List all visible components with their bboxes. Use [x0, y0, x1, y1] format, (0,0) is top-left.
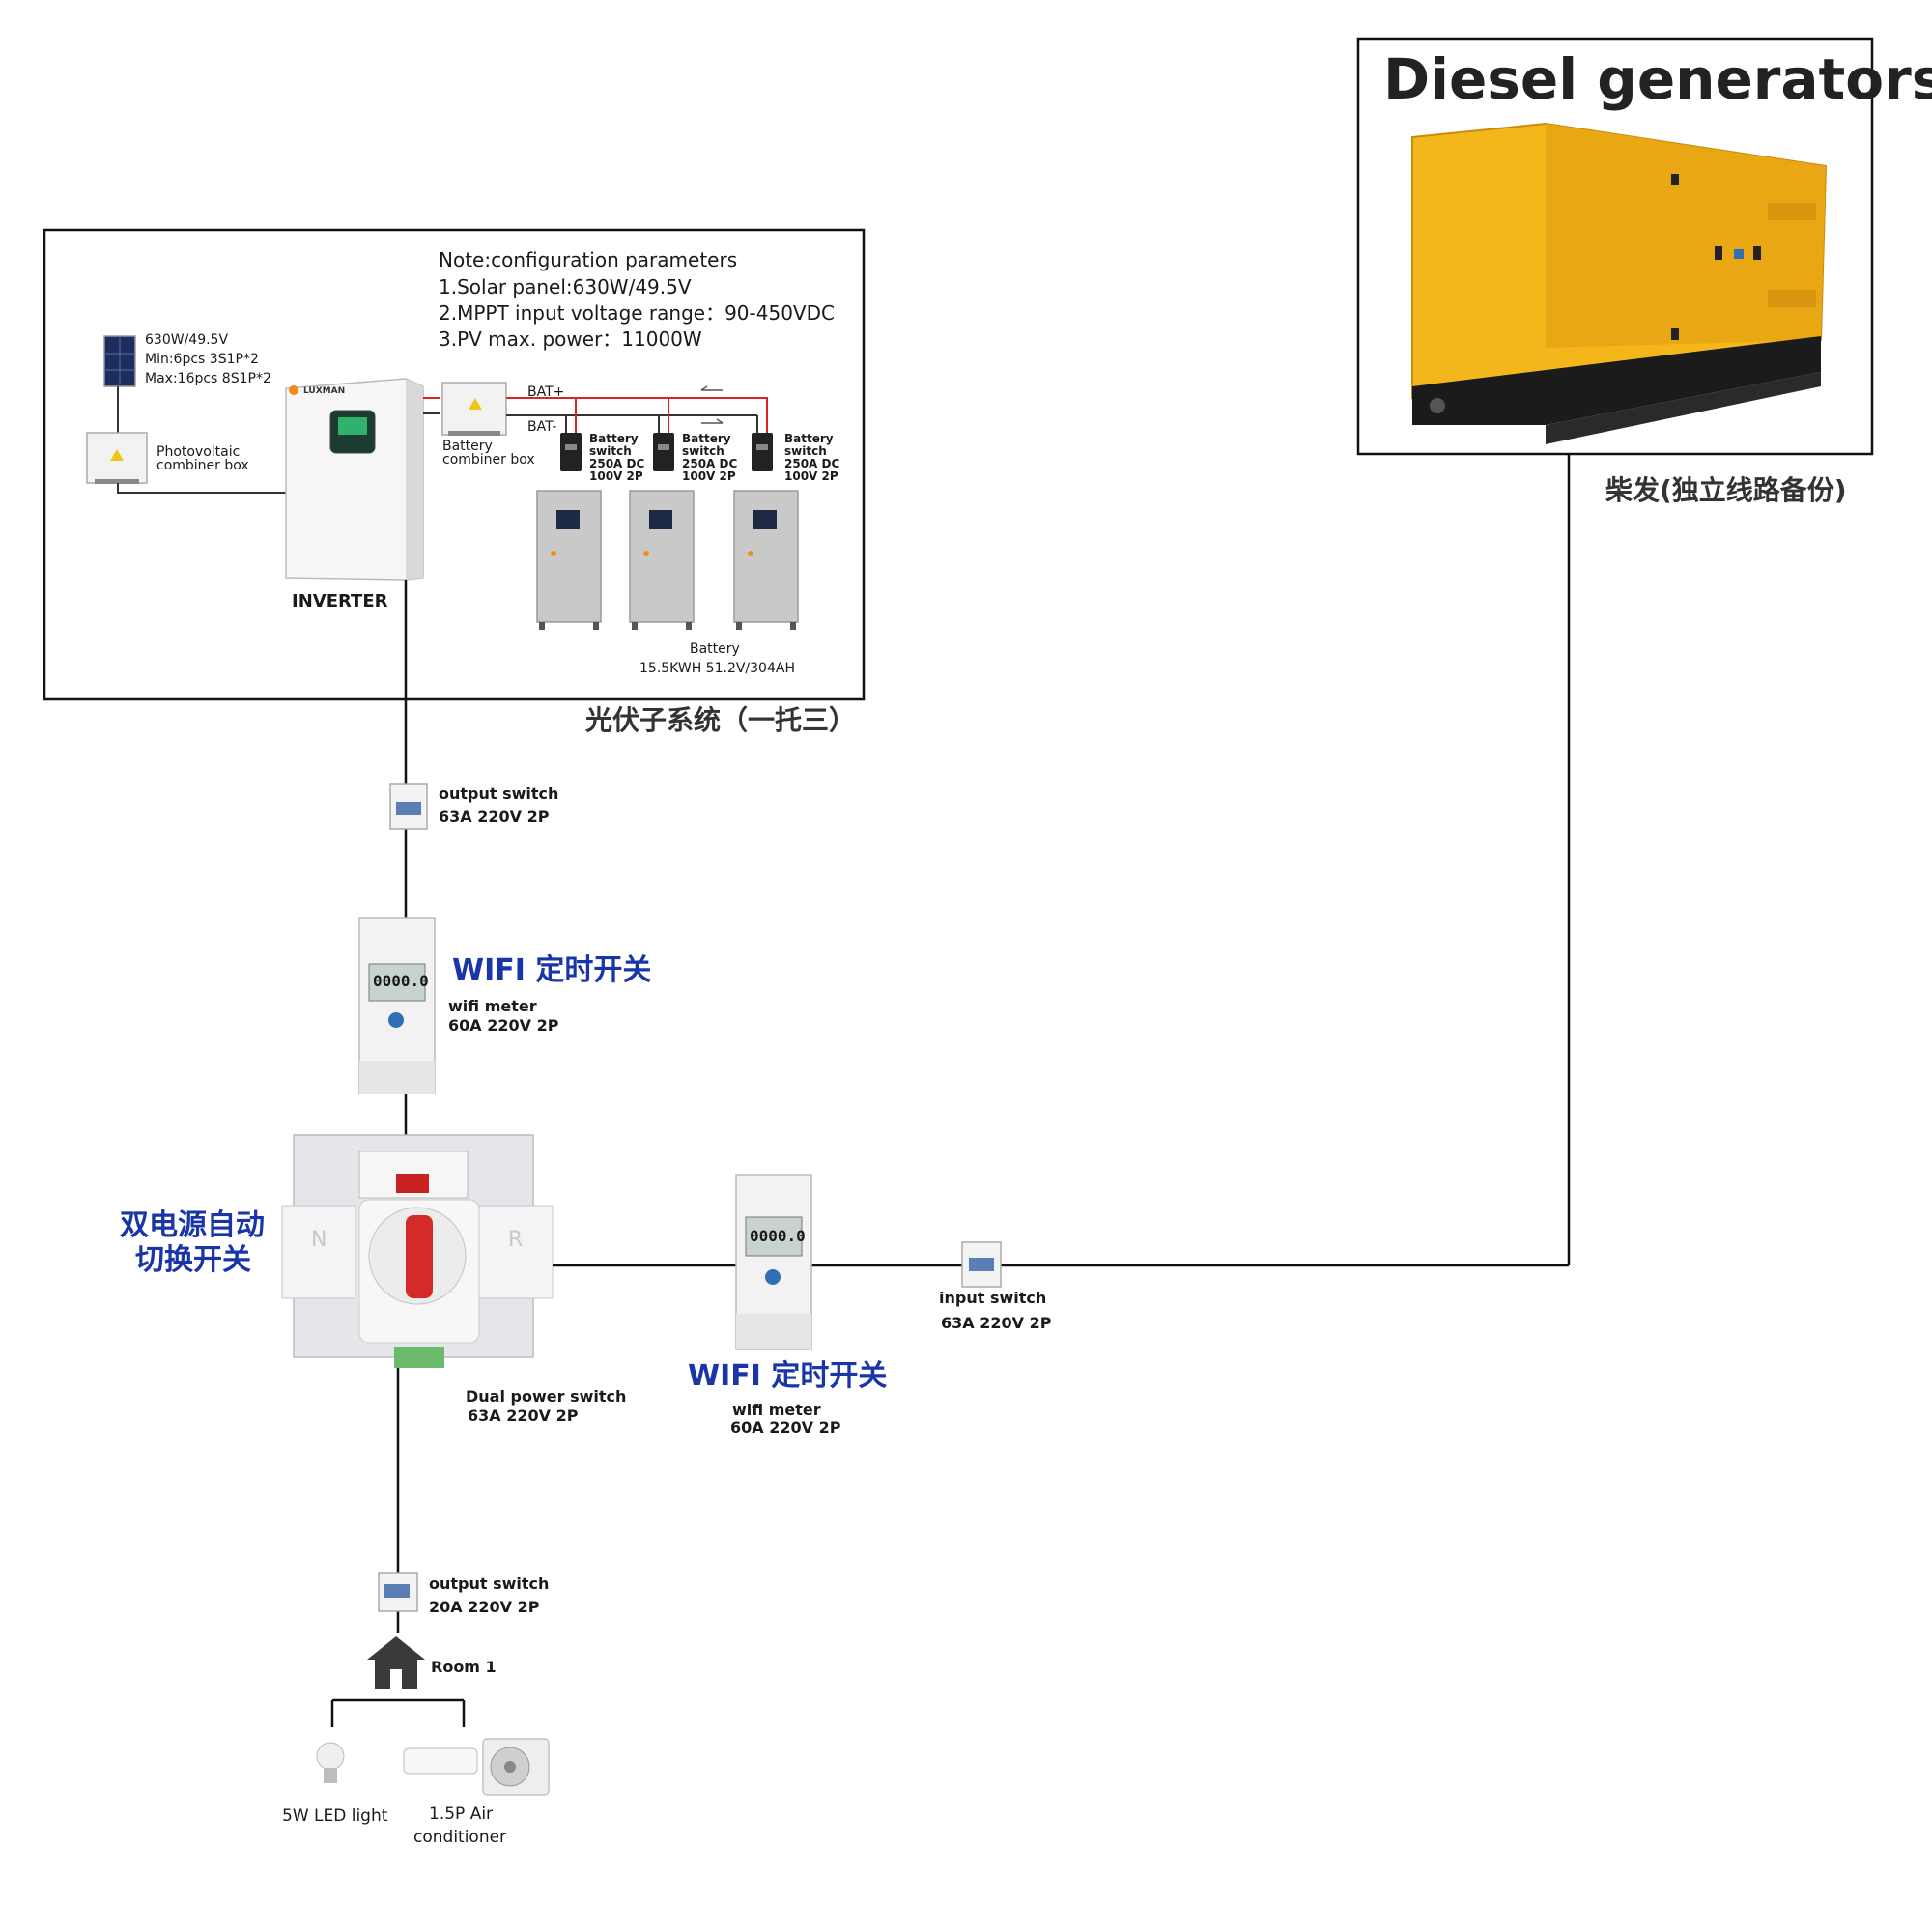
battery-switch-2-image: [653, 433, 674, 471]
wifi-meter-1-title: WIFI 定时开关: [452, 953, 652, 987]
wifi-meter-2-label-1: wifi meter: [732, 1401, 821, 1419]
battery-3-image: [733, 490, 799, 630]
input-switch-label-2: 63A 220V 2P: [941, 1314, 1052, 1332]
note-line-1: 1.Solar panel:630W/49.5V: [439, 275, 692, 298]
diesel-generator-image: [1411, 122, 1828, 444]
battery-switch-3-label: Battery switch 250A DC 100V 2P: [784, 432, 840, 483]
dual-switch-left-mark: N: [311, 1228, 327, 1252]
inverter-image: [285, 378, 424, 581]
wifi-meter-2-display: 0000.0: [750, 1227, 806, 1245]
wifi-meter-1-display: 0000.0: [373, 972, 429, 990]
solar-panel-image: [103, 335, 136, 387]
note-line-2: 2.MPPT input voltage range：90-450VDC: [439, 301, 835, 325]
output-switch-1-label-2: 63A 220V 2P: [439, 808, 550, 826]
battery-switch-2-label: Battery switch 250A DC 100V 2P: [682, 432, 738, 483]
pv-subsystem-frame: [43, 228, 866, 701]
bat-minus-label: BAT-: [527, 419, 557, 435]
output-switch-1-image: [389, 783, 428, 830]
wifi-meter-1-label-2: 60A 220V 2P: [448, 1016, 559, 1035]
room-label: Room 1: [431, 1658, 497, 1676]
battery-switch-1-label: Battery switch 250A DC 100V 2P: [589, 432, 645, 483]
led-bulb-icon: [316, 1742, 345, 1783]
output-switch-1-label-1: output switch: [439, 784, 559, 803]
inverter-label: INVERTER: [292, 591, 388, 611]
diesel-frame: [1356, 37, 1874, 456]
pv-combiner-box-image: [86, 432, 148, 484]
bat-plus-label: BAT+: [527, 384, 565, 400]
battery-2-image: [629, 490, 695, 630]
diesel-title: Diesel generators: [1383, 46, 1932, 112]
battery-spec: 15.5KWH 51.2V/304AH: [639, 661, 795, 676]
note-title: Note:configuration parameters: [439, 248, 738, 271]
air-conditioner-icon: [403, 1738, 550, 1796]
wifi-meter-2-title: WIFI 定时开关: [688, 1359, 888, 1393]
pv-combiner-label-2: combiner box: [156, 458, 249, 473]
battery-combiner-box-image: [441, 382, 507, 436]
pv-combiner-label-1: Photovoltaic: [156, 444, 241, 460]
input-switch-image: [961, 1241, 1002, 1288]
battery-label: Battery: [690, 641, 740, 657]
input-switch-label-1: input switch: [939, 1289, 1047, 1307]
output-switch-2-label-2: 20A 220V 2P: [429, 1598, 540, 1616]
battery-combiner-label-2: combiner box: [442, 452, 535, 468]
wifi-meter-2-label-2: 60A 220V 2P: [730, 1418, 841, 1436]
dual-switch-title-2: 切换开关: [135, 1243, 251, 1277]
panel-spec-2: Min:6pcs 3S1P*2: [145, 352, 259, 367]
wifi-meter-1-label-1: wifi meter: [448, 997, 537, 1015]
house-icon: [367, 1636, 425, 1689]
pv-subsystem-caption: 光伏子系统（一托三）: [585, 704, 857, 736]
ac-label-1: 1.5P Air: [429, 1804, 494, 1824]
wifi-meter-1-image: [358, 917, 436, 1094]
inverter-brand: LUXMAN: [303, 386, 346, 396]
battery-combiner-label-1: Battery: [442, 439, 493, 454]
note-line-3: 3.PV max. power：11000W: [439, 327, 702, 351]
battery-switch-3-image: [752, 433, 773, 471]
wifi-meter-2-image: [735, 1174, 812, 1350]
dual-switch-label-1: Dual power switch: [466, 1387, 627, 1406]
diesel-caption: 柴发(独立线路备份): [1605, 474, 1847, 506]
panel-spec-3: Max:16pcs 8S1P*2: [145, 371, 271, 386]
panel-spec-1: 630W/49.5V: [145, 332, 229, 348]
dual-switch-right-mark: R: [508, 1228, 524, 1252]
output-switch-2-image: [378, 1572, 418, 1612]
led-light-label: 5W LED light: [282, 1806, 388, 1826]
dual-power-switch-image: [281, 1134, 554, 1368]
ac-label-2: conditioner: [413, 1828, 507, 1847]
dual-switch-title-1: 双电源自动: [120, 1208, 265, 1242]
dual-switch-label-2: 63A 220V 2P: [468, 1406, 579, 1425]
output-switch-2-label-1: output switch: [429, 1575, 550, 1593]
battery-switch-1-image: [560, 433, 582, 471]
battery-1-image: [536, 490, 602, 630]
